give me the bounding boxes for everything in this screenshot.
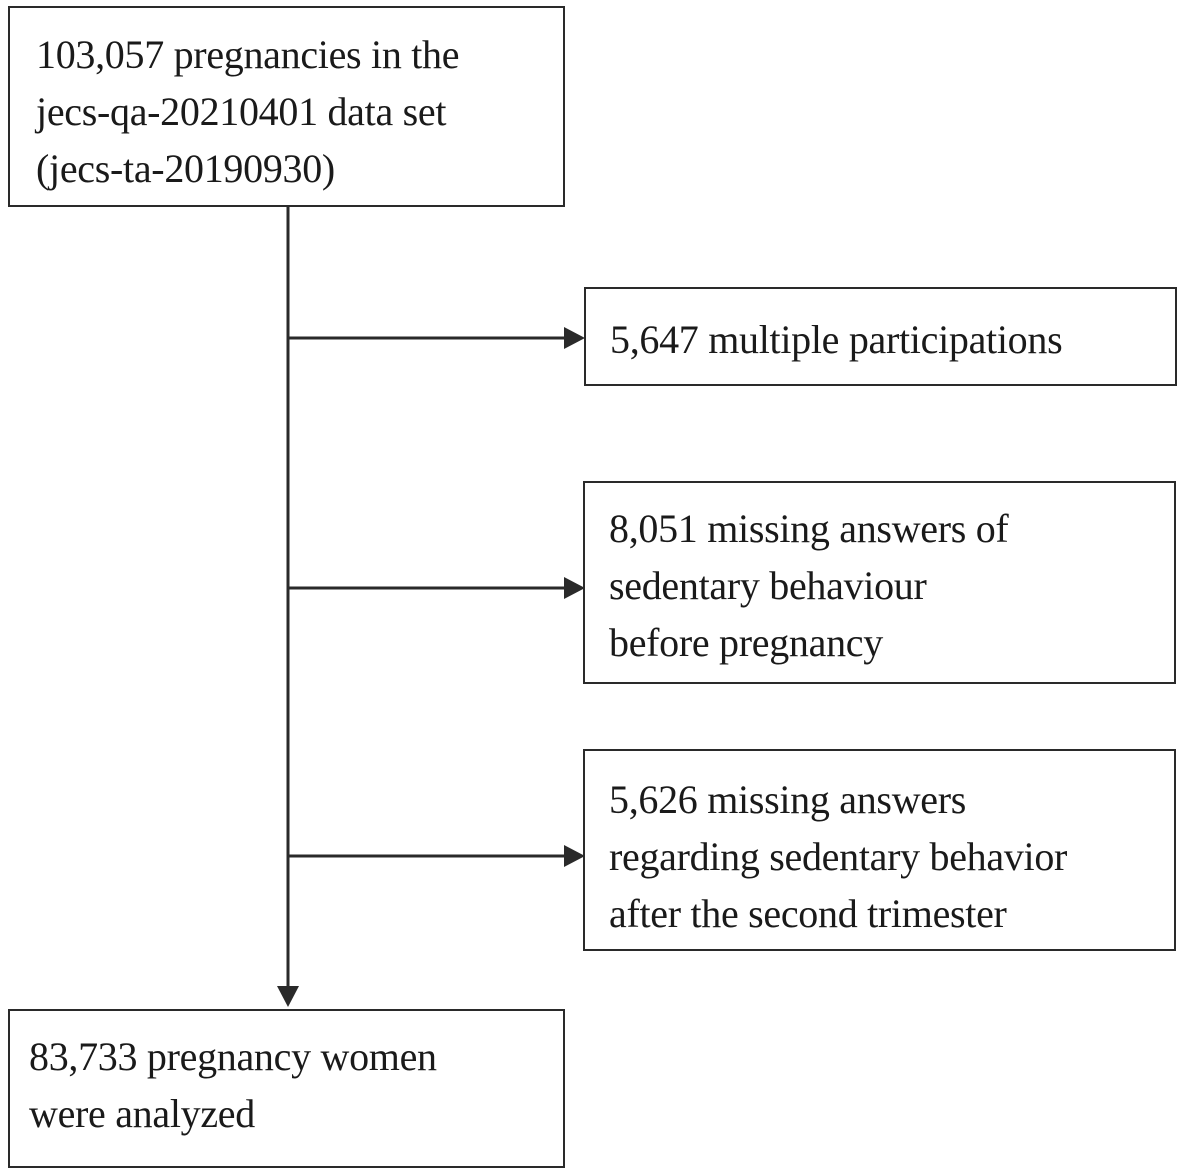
right-arrowhead-icon bbox=[564, 327, 585, 349]
box-text-line: 103,057 pregnancies in the bbox=[36, 32, 460, 77]
analyzed-population-box: 83,733 pregnancy women were analyzed bbox=[8, 1009, 565, 1168]
exclusion-box-multiple-participations: 5,647 multiple participations bbox=[584, 287, 1177, 386]
box-text-line: were analyzed bbox=[29, 1091, 255, 1136]
exclusion-box-missing-after-second-trimester: 5,626 missing answers regarding sedentar… bbox=[583, 749, 1176, 951]
box-text-line: sedentary behaviour bbox=[609, 563, 927, 608]
box-text-line: (jecs-ta-20190930) bbox=[36, 146, 335, 191]
down-arrowhead-icon bbox=[277, 986, 299, 1007]
start-population-box: 103,057 pregnancies in the jecs-qa-20210… bbox=[8, 6, 565, 207]
box-text-line: before pregnancy bbox=[609, 620, 883, 665]
right-arrowhead-icon bbox=[564, 845, 585, 867]
box-text-line: jecs-qa-20210401 data set bbox=[36, 89, 447, 134]
box-text-line: regarding sedentary behavior bbox=[609, 834, 1068, 879]
right-arrowhead-icon bbox=[564, 577, 585, 599]
box-text-line: after the second trimester bbox=[609, 891, 1007, 936]
box-text-line: 5,626 missing answers bbox=[609, 777, 967, 822]
exclusion-box-missing-before-pregnancy: 8,051 missing answers of sedentary behav… bbox=[583, 481, 1176, 684]
box-text-line: 83,733 pregnancy women bbox=[29, 1034, 437, 1079]
box-text-line: 8,051 missing answers of bbox=[609, 506, 1009, 551]
box-text-line: 5,647 multiple participations bbox=[610, 317, 1063, 362]
